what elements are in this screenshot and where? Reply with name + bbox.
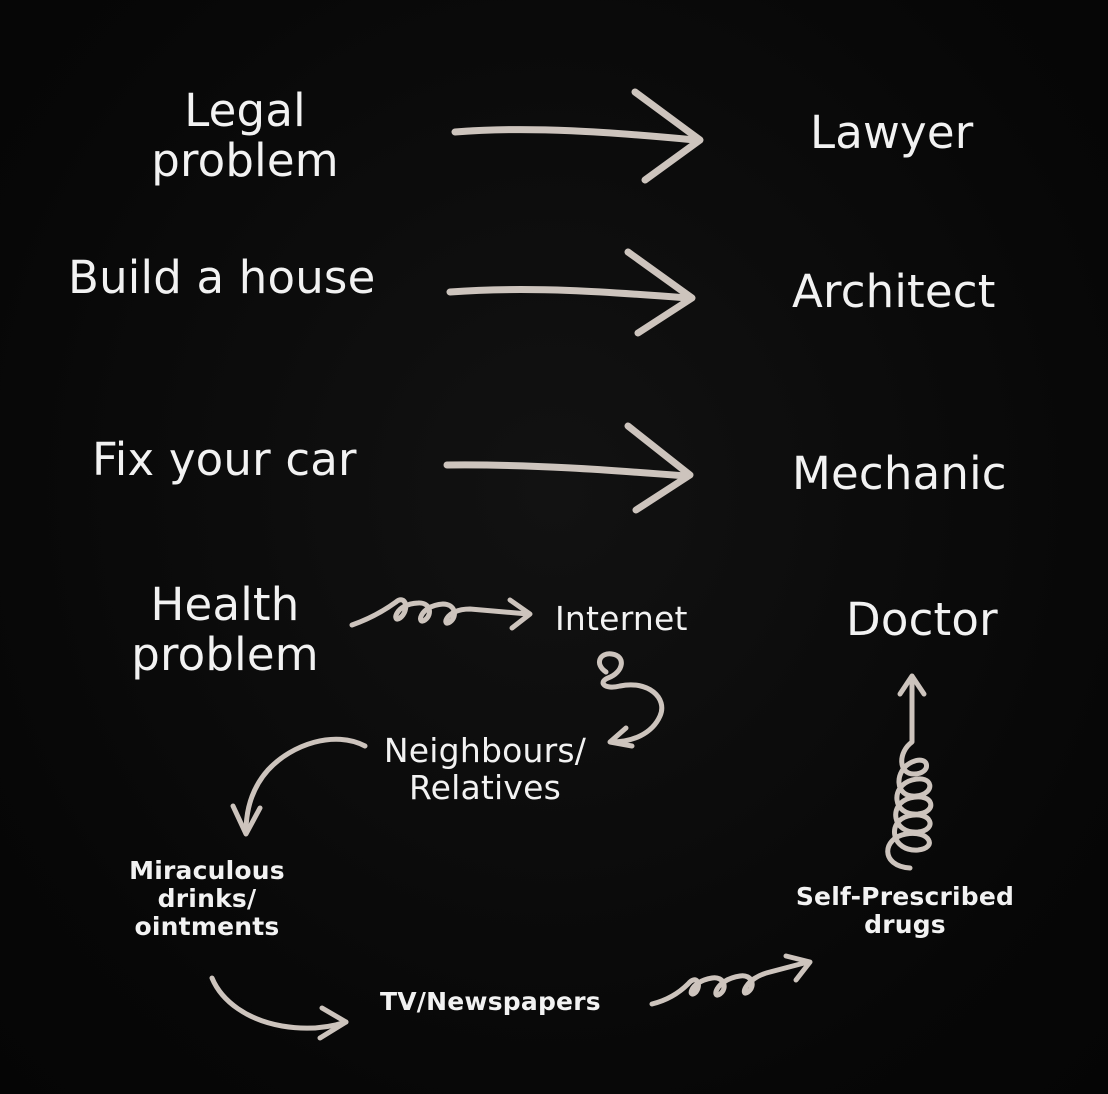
- arrow-shaft: [446, 286, 692, 302]
- squiggle-shaft: [649, 959, 811, 1007]
- swoop-arrow-miraculous-to-tv: [209, 975, 349, 1041]
- arrow-head: [631, 88, 704, 184]
- swoop-head: [317, 1005, 349, 1041]
- health-problem-label: Health problem: [100, 578, 350, 682]
- arrow-legal-to-lawyer: [451, 88, 704, 184]
- squiggle-arrow-tv-to-self-prescribed: [649, 953, 813, 1007]
- miraculous-drinks-label: Miraculous drinks/ ointments: [112, 857, 302, 941]
- health-problem-line-2: problem: [131, 628, 319, 682]
- neighbours-line-1: Neighbours/: [383, 731, 587, 770]
- build-house-label: Build a house: [68, 251, 376, 304]
- arc-arrow-neighbours-to-miraculous: [230, 736, 368, 837]
- self-prescribed-line-1: Self-Prescribed: [795, 882, 1015, 911]
- legal-problem-line-1: Legal: [184, 84, 306, 137]
- arrow-car-to-mechanic: [443, 422, 694, 514]
- self-prescribed-line-2: drugs: [864, 910, 946, 939]
- mechanic-label: Mechanic: [792, 447, 1007, 500]
- squiggle-head: [507, 597, 533, 631]
- architect-label: Architect: [792, 265, 996, 318]
- miraculous-line-3: ointments: [134, 912, 280, 941]
- arc-shaft: [243, 736, 368, 835]
- arrow-shaft: [451, 126, 699, 144]
- squiggle-shaft: [349, 597, 531, 628]
- coil-head: [897, 673, 927, 697]
- arrow-house-to-architect: [446, 248, 696, 337]
- coil-arrow-self-prescribed-to-doctor: [885, 673, 934, 871]
- swoop-shaft: [209, 975, 349, 1031]
- internet-label: Internet: [555, 599, 688, 638]
- fix-car-label: Fix your car: [92, 433, 357, 486]
- self-prescribed-drugs-label: Self-Prescribed drugs: [780, 883, 1030, 939]
- lawyer-label: Lawyer: [810, 106, 974, 159]
- neighbours-line-2: Relatives: [408, 767, 562, 807]
- miraculous-line-1: Miraculous: [129, 856, 285, 885]
- arrow-head: [624, 422, 694, 514]
- tv-newspapers-label: TV/Newspapers: [380, 987, 601, 1016]
- doctor-label: Doctor: [846, 593, 998, 646]
- legal-problem-label: Legal problem: [120, 84, 370, 188]
- miraculous-line-2: drinks/: [157, 884, 257, 913]
- arrow-shaft: [443, 461, 690, 480]
- neighbours-relatives-label: Neighbours/ Relatives: [380, 731, 590, 807]
- curl-arrow-internet-to-neighbours: [597, 651, 665, 749]
- curl-head: [607, 725, 635, 749]
- arc-head: [230, 803, 263, 837]
- squiggle-arrow-health-to-internet: [349, 597, 533, 631]
- legal-problem-line-2: problem: [151, 134, 339, 188]
- coil-shaft: [885, 677, 934, 871]
- squiggle-head: [783, 953, 813, 983]
- curl-shaft: [597, 651, 665, 745]
- arrow-head: [624, 248, 696, 337]
- health-problem-line-1: Health: [150, 578, 300, 631]
